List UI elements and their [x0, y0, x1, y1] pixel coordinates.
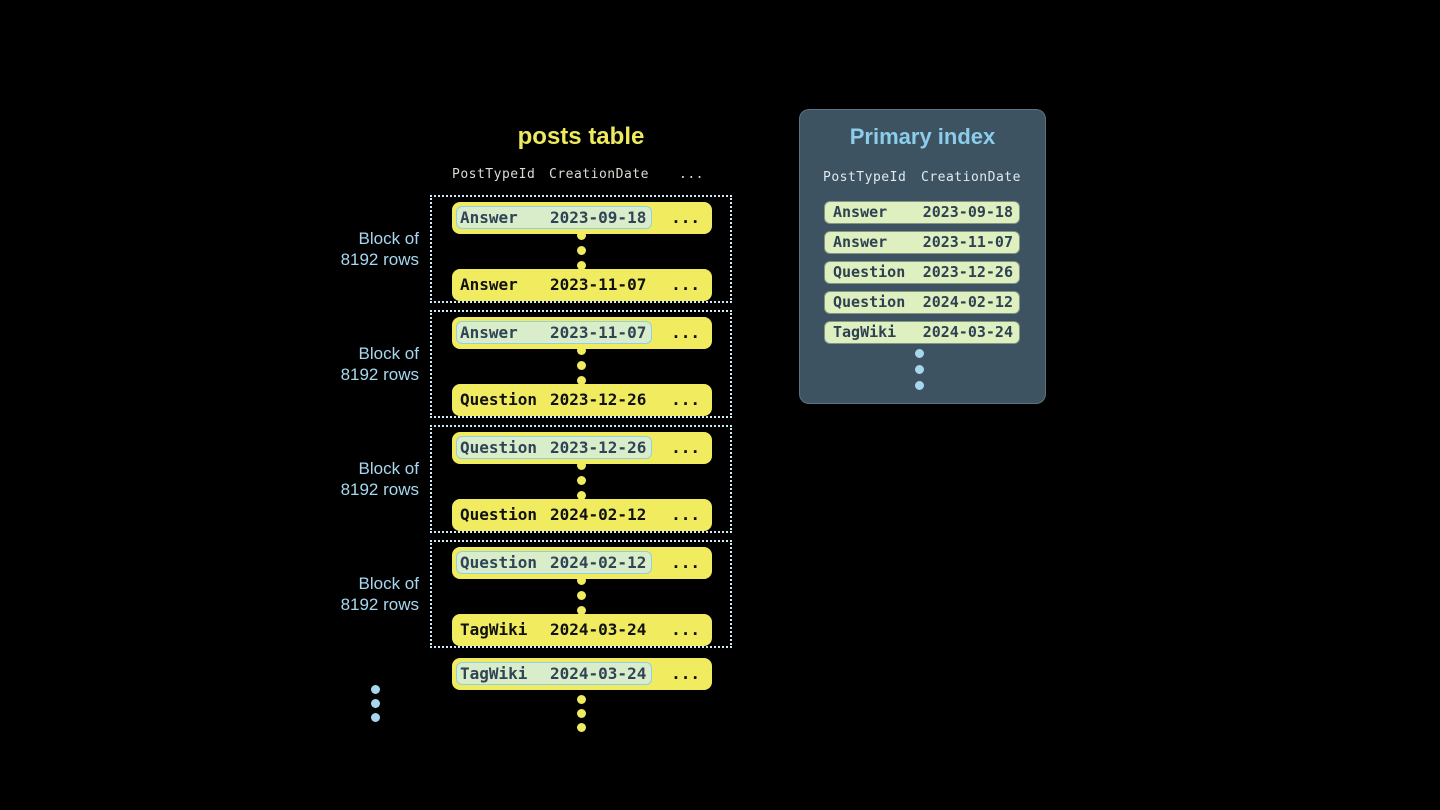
index-entry-highlight [456, 206, 652, 229]
row-ellipsis: ... [671, 323, 700, 342]
row-ellipsis: ... [671, 553, 700, 572]
ellipsis-dots-icon [577, 576, 586, 615]
column-header-ellipsis: ... [679, 167, 704, 182]
row-ellipsis: ... [671, 390, 700, 409]
index-row: Answer 2023-09-18 [824, 201, 1020, 224]
more-blocks-dots-icon [371, 685, 380, 722]
table-row-indexed: Question 2024-02-12 ... [452, 547, 712, 579]
row-ellipsis: ... [671, 620, 700, 639]
post-type-cell: Question [460, 390, 538, 409]
post-type-cell: Question [460, 438, 538, 457]
table-row: Answer 2023-11-07 ... [452, 269, 712, 301]
index-entry-highlight [456, 662, 652, 685]
table-row: Question 2024-02-12 ... [452, 499, 712, 531]
creation-date-cell: 2023-11-07 [922, 233, 1013, 251]
column-header-creationdate: CreationDate [921, 170, 1021, 185]
creation-date-cell: 2023-12-26 [550, 390, 647, 409]
post-type-cell: Answer [460, 275, 518, 294]
post-type-cell: Question [833, 293, 906, 311]
row-block: Question 2024-02-12 ... TagWiki 2024-03-… [430, 540, 732, 648]
index-row: Answer 2023-11-07 [824, 231, 1020, 254]
index-entry-highlight [456, 436, 652, 459]
primary-index-title: Primary index [849, 124, 996, 149]
post-type-cell: Answer [833, 233, 888, 251]
creation-date-cell: 2023-11-07 [550, 323, 647, 342]
row-block: Answer 2023-11-07 ... Question 2023-12-2… [430, 310, 732, 418]
block-label: Block of 8192 rows [340, 459, 419, 499]
creation-date-cell: 2023-12-26 [922, 263, 1013, 281]
creation-date-cell: 2024-03-24 [922, 323, 1013, 341]
post-type-cell: TagWiki [833, 323, 897, 341]
creation-date-cell: 2024-03-24 [550, 620, 647, 639]
index-entry-highlight [456, 321, 652, 344]
column-header-posttypeid: PostTypeId [452, 167, 536, 182]
index-row: TagWiki 2024-03-24 [824, 321, 1020, 344]
more-entries-dots-icon [915, 349, 924, 390]
index-row: Question 2024-02-12 [824, 291, 1020, 314]
index-row: Question 2023-12-26 [824, 261, 1020, 284]
column-header-creationdate: CreationDate [549, 167, 649, 182]
creation-date-cell: 2023-09-18 [550, 208, 647, 227]
primary-index-panel: Primary index PostTypeId CreationDate An… [799, 109, 1046, 404]
post-type-cell: Question [833, 263, 906, 281]
table-row-indexed-overflow: TagWiki 2024-03-24 ... [452, 658, 712, 690]
creation-date-cell: 2024-03-24 [550, 664, 647, 683]
creation-date-cell: 2023-09-18 [922, 203, 1013, 221]
table-row-indexed: Question 2023-12-26 ... [452, 432, 712, 464]
block-label: Block of 8192 rows [340, 574, 419, 614]
column-header-posttypeid: PostTypeId [823, 170, 907, 185]
row-ellipsis: ... [671, 275, 700, 294]
row-ellipsis: ... [671, 505, 700, 524]
creation-date-cell: 2024-02-12 [922, 293, 1013, 311]
block-label: Block of 8192 rows [340, 344, 419, 384]
table-row-indexed: Answer 2023-09-18 ... [452, 202, 712, 234]
post-type-cell: Answer [833, 203, 888, 221]
row-block: Answer 2023-09-18 ... Answer 2023-11-07 … [430, 195, 732, 303]
ellipsis-dots-icon [577, 461, 586, 500]
post-type-cell: Question [460, 553, 538, 572]
table-row: TagWiki 2024-03-24 ... [452, 614, 712, 646]
table-row-indexed: Answer 2023-11-07 ... [452, 317, 712, 349]
creation-date-cell: 2023-11-07 [550, 275, 647, 294]
post-type-cell: Question [460, 505, 538, 524]
table-row: Question 2023-12-26 ... [452, 384, 712, 416]
post-type-cell: TagWiki [460, 664, 528, 683]
creation-date-cell: 2024-02-12 [550, 505, 647, 524]
post-type-cell: Answer [460, 323, 518, 342]
ellipsis-dots-icon [577, 231, 586, 270]
ellipsis-dots-icon [577, 346, 586, 385]
post-type-cell: TagWiki [460, 620, 528, 639]
row-ellipsis: ... [671, 208, 700, 227]
creation-date-cell: 2024-02-12 [550, 553, 647, 572]
post-type-cell: Answer [460, 208, 518, 227]
row-ellipsis: ... [671, 438, 700, 457]
creation-date-cell: 2023-12-26 [550, 438, 647, 457]
primary-index-rows: Answer 2023-09-18 Answer 2023-11-07 Ques… [824, 201, 1020, 351]
row-ellipsis: ... [671, 664, 700, 683]
block-label: Block of 8192 rows [340, 229, 419, 269]
posts-table-title: posts table [517, 123, 645, 150]
ellipsis-dots-icon [577, 695, 586, 732]
index-entry-highlight [456, 551, 652, 574]
row-block: Question 2023-12-26 ... Question 2024-02… [430, 425, 732, 533]
